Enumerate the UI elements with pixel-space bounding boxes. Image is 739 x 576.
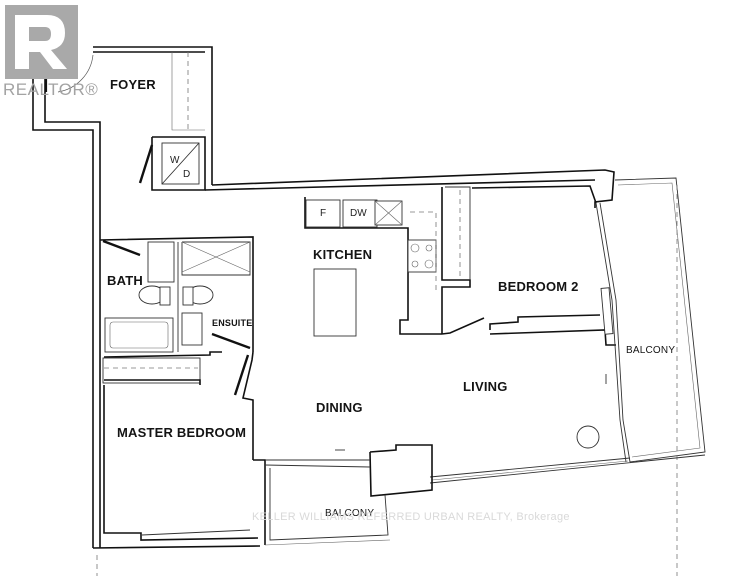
bath-ensuite-walls — [99, 236, 254, 460]
room-label-foyer: FOYER — [110, 77, 156, 92]
north-wall — [204, 169, 615, 208]
dryer-label: D — [183, 169, 191, 180]
master-bedroom-walls — [92, 357, 261, 576]
room-label-bedroom-2: BEDROOM 2 — [498, 279, 579, 294]
realtor-logo: REALTOR® — [0, 0, 98, 100]
kitchen-area — [304, 186, 471, 337]
room-label-dining: DINING — [316, 400, 363, 415]
room-label-kitchen: KITCHEN — [313, 247, 373, 262]
room-label-balcony-south: BALCONY — [325, 508, 375, 519]
south-balcony-outline — [253, 449, 391, 546]
dishwasher-label: DW — [350, 208, 367, 219]
east-balcony-outline — [614, 177, 706, 576]
room-label-balcony-east: BALCONY — [626, 345, 676, 356]
room-label-living: LIVING — [463, 379, 508, 394]
room-label-ensuite: ENSUITE — [212, 318, 253, 328]
living-walls — [369, 374, 706, 497]
room-label-master-bedroom: MASTER BEDROOM — [117, 425, 247, 440]
room-label-bath: BATH — [107, 273, 143, 288]
realtor-logo-text: REALTOR® — [3, 80, 99, 99]
brokerage-watermark: KELLER WILLIAMS REFERRED URBAN REALTY, B… — [252, 511, 570, 523]
realtor-r-icon — [5, 5, 78, 79]
foyer-walls — [32, 46, 213, 548]
washer-label: W — [170, 155, 180, 166]
bedroom-2-walls — [441, 185, 631, 463]
fridge-label: F — [320, 208, 327, 219]
